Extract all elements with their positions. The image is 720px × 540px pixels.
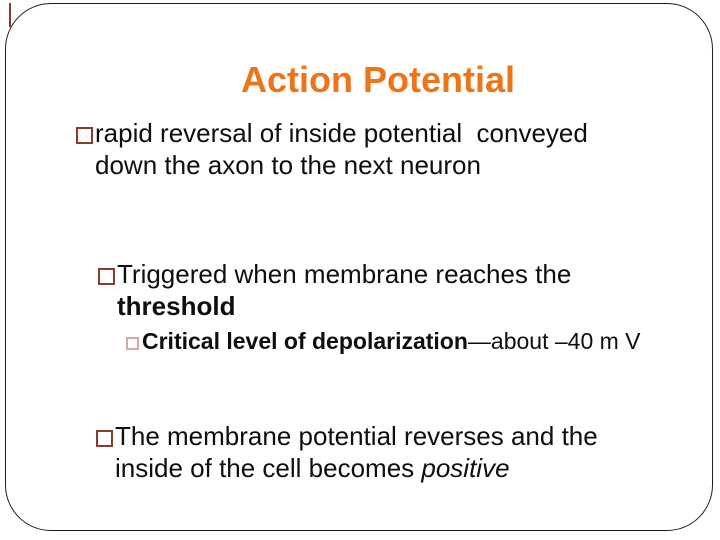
bullet-item: rapid reversal of inside potential conve… <box>76 117 615 181</box>
bullet-text: Critical level of depolarization—about –… <box>142 328 652 355</box>
text-run: threshold <box>117 291 236 321</box>
bullet-item: Critical level of depolarization—about –… <box>126 328 652 355</box>
accent-tick <box>9 3 11 27</box>
text-run: —about –40 m V <box>467 328 641 354</box>
bullet-square-icon <box>96 430 113 447</box>
bullet-text: The membrane potential reverses and the … <box>115 420 650 484</box>
text-run: Triggered when membrane reaches the <box>117 259 579 289</box>
slide-border <box>5 3 713 531</box>
bullet-square-icon <box>76 127 93 144</box>
bullet-item: Triggered when membrane reaches the thre… <box>98 258 637 322</box>
bullet-text: rapid reversal of inside potential conve… <box>95 117 615 181</box>
text-run: The membrane potential reverses and the … <box>115 421 605 483</box>
text-run: positive <box>421 453 510 483</box>
text-run: Critical level of depolarization <box>142 328 468 354</box>
text-run: rapid reversal of inside potential conve… <box>95 118 596 180</box>
bullet-text: Triggered when membrane reaches the thre… <box>117 258 637 322</box>
bullet-square-icon <box>98 268 115 285</box>
bullet-item: The membrane potential reverses and the … <box>96 420 650 484</box>
slide-title: Action Potential <box>240 59 515 100</box>
bullet-square-icon <box>126 337 139 350</box>
